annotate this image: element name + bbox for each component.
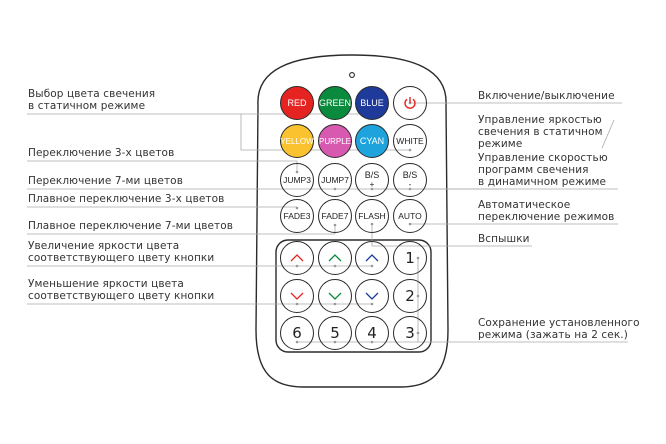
memory-4-button[interactable]: 4 [355, 316, 389, 350]
minus-sign: - [408, 180, 412, 189]
indicator-dot [349, 72, 355, 78]
label-jump7: Переключение 7-ми цветов [28, 175, 183, 187]
label-jump3: Переключение 3-х цветов [28, 147, 175, 159]
label-brightness-up-line2: соответствующего цвету кнопки [28, 252, 215, 264]
label-fade7: Плавное переключение 7-ми цветов [28, 220, 234, 232]
green-button[interactable]: GREEN [318, 86, 352, 120]
chevron-up-icon [290, 254, 304, 262]
label-brightness-line2: свечения в статичном [478, 126, 603, 138]
memory-5-button[interactable]: 5 [318, 316, 352, 350]
numeric-panel-outline [275, 239, 432, 353]
flash-button[interactable]: FLASH [355, 199, 389, 233]
chevron-up-icon [328, 254, 342, 262]
fade3-button[interactable]: FADE3 [280, 199, 314, 233]
jump3-button[interactable]: JUMP3 [280, 163, 314, 197]
red-button[interactable]: RED [280, 86, 314, 120]
red-brightness-up-button[interactable] [280, 241, 314, 275]
speed-up-label: B/S [364, 170, 380, 180]
purple-button[interactable]: PURPLE [318, 124, 352, 158]
memory-2-button[interactable]: 2 [393, 279, 427, 313]
red-brightness-down-button[interactable] [280, 279, 314, 313]
blue-brightness-up-button[interactable] [355, 241, 389, 275]
label-brightness-line1: Управление яркостью [478, 114, 602, 126]
jump7-button[interactable]: JUMP7 [318, 163, 352, 197]
label-brightness-up-line1: Увеличение яркости цвета [28, 240, 180, 252]
speed-up-button[interactable]: B/S + [355, 163, 389, 197]
auto-button[interactable]: AUTO [393, 199, 427, 233]
chevron-down-icon [328, 292, 342, 300]
green-brightness-up-button[interactable] [318, 241, 352, 275]
yellow-button[interactable]: YELLOW [280, 124, 314, 158]
label-save-line2: режима (зажать на 2 сек.) [478, 329, 628, 341]
cyan-button[interactable]: CYAN [355, 124, 389, 158]
label-static-color-line1: Выбор цвета свечения [28, 88, 156, 100]
blue-button[interactable]: BLUE [355, 86, 389, 120]
label-brightness-down-line2: соответствующего цвету кнопки [28, 290, 215, 302]
chevron-down-icon [365, 292, 379, 300]
chevron-down-icon [290, 292, 304, 300]
label-speed-line2: программ свечения [478, 164, 589, 176]
label-auto-line2: переключение режимов [478, 211, 615, 223]
label-auto-line1: Автоматическое [478, 199, 571, 211]
power-button[interactable] [393, 86, 427, 120]
label-power: Включение/выключение [478, 90, 615, 102]
blue-brightness-down-button[interactable] [355, 279, 389, 313]
label-save-line1: Сохранение установленного [478, 317, 640, 329]
label-brightness-line3: режиме [478, 138, 523, 150]
label-speed-line1: Управление скоростью [478, 152, 608, 164]
label-brightness-down-line1: Уменьшение яркости цвета [28, 278, 184, 290]
plus-sign: + [369, 180, 375, 189]
white-button[interactable]: WHITE [393, 124, 427, 158]
label-static-color-line2: в статичном режиме [28, 100, 146, 112]
memory-1-button[interactable]: 1 [393, 241, 427, 275]
label-speed-line3: в динамичном режиме [478, 176, 607, 188]
label-fade3: Плавное переключение 3-х цветов [28, 193, 225, 205]
memory-3-button[interactable]: 3 [393, 316, 427, 350]
speed-down-label: B/S [402, 170, 418, 180]
green-brightness-down-button[interactable] [318, 279, 352, 313]
power-icon [404, 97, 416, 109]
fade7-button[interactable]: FADE7 [318, 199, 352, 233]
label-flash: Вспышки [478, 233, 530, 245]
chevron-up-icon [365, 254, 379, 262]
memory-6-button[interactable]: 6 [280, 316, 314, 350]
speed-down-button[interactable]: B/S - [393, 163, 427, 197]
